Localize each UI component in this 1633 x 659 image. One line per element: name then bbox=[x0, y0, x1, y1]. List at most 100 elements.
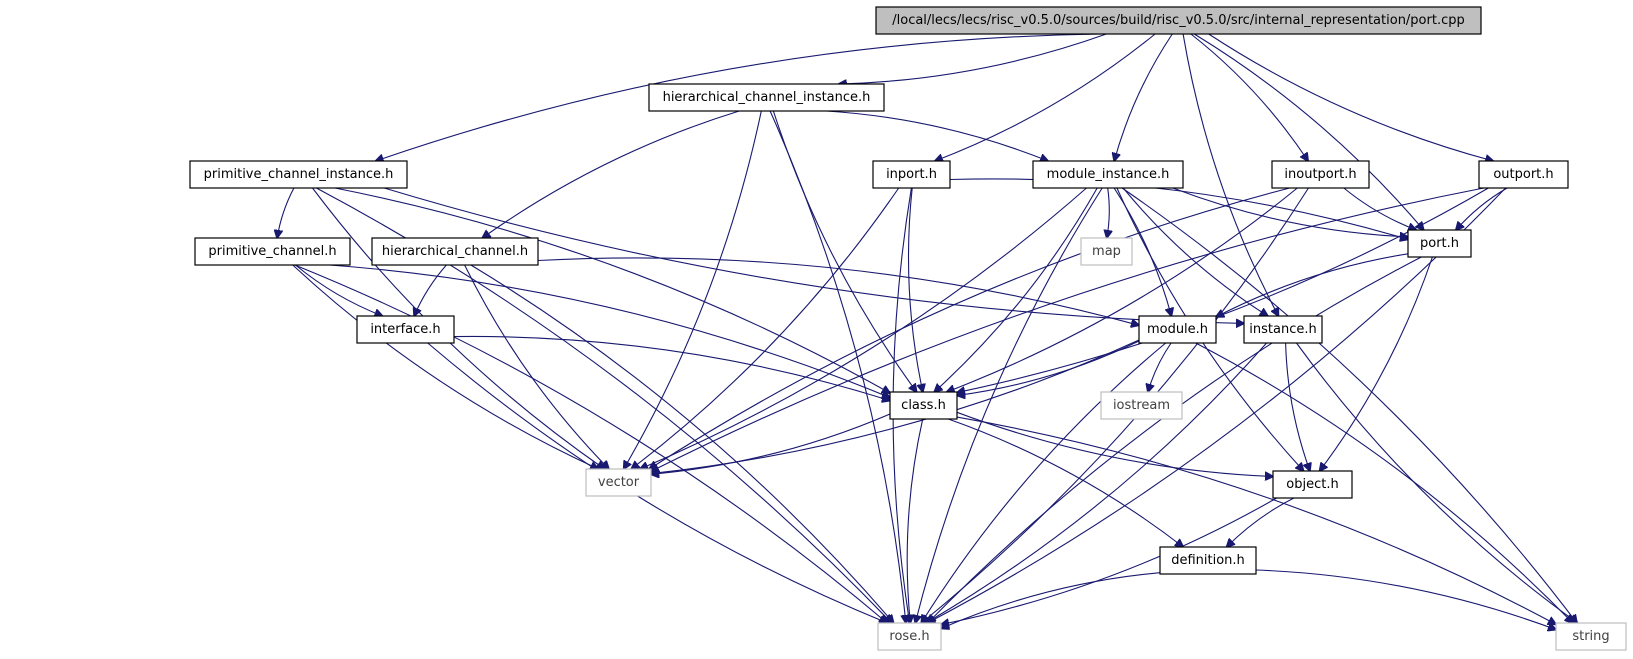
edge-modinst-h-to-port-h bbox=[1172, 187, 1408, 237]
edge-inoutport-h-to-vector bbox=[649, 187, 1290, 469]
edge-hci-h-to-hc-h bbox=[482, 110, 740, 238]
edge-pc-h-to-rose-h bbox=[294, 264, 887, 623]
edge-class-h-to-rose-h bbox=[907, 418, 924, 623]
node-outport-h-label: outport.h bbox=[1493, 167, 1553, 182]
node-modinst-h-label: module_instance.h bbox=[1047, 167, 1170, 182]
edge-hci-h-to-class-h bbox=[772, 110, 916, 392]
edge-hc-h-to-module-h bbox=[537, 257, 1139, 325]
node-modinst-h-box bbox=[1032, 160, 1184, 189]
edge-root-to-modinst-h bbox=[1114, 33, 1173, 161]
node-vector-label: vector bbox=[598, 475, 640, 490]
edge-module-h-to-class-h bbox=[957, 340, 1140, 396]
node-iostream: iostream bbox=[1100, 391, 1183, 420]
node-map: map bbox=[1080, 237, 1133, 266]
edge-module-h-to-iostream bbox=[1148, 342, 1172, 392]
node-definition-h[interactable]: definition.h bbox=[1159, 546, 1257, 575]
node-pc-h[interactable]: primitive_channel.h bbox=[194, 237, 351, 266]
edge-port-h-to-object-h bbox=[1320, 256, 1433, 471]
node-class-h-label: class.h bbox=[901, 398, 946, 413]
edge-root-to-pci-h bbox=[376, 33, 1102, 161]
node-pci-h[interactable]: primitive_channel_instance.h bbox=[189, 160, 408, 189]
edge-outport-h-to-rose-h bbox=[927, 187, 1506, 623]
edge-instance-h-to-rose-h bbox=[926, 342, 1268, 623]
edge-outport-h-to-vector bbox=[651, 187, 1484, 471]
edge-pci-h-to-vector bbox=[312, 187, 605, 469]
node-rose-h: rose.h bbox=[877, 622, 942, 651]
edge-class-h-to-string bbox=[956, 416, 1556, 624]
node-hc-h[interactable]: hierarchical_channel.h bbox=[371, 237, 539, 266]
node-hci-h-box bbox=[648, 83, 885, 112]
edge-pc-h-to-class-h bbox=[329, 264, 890, 398]
node-iostream-box bbox=[1100, 391, 1183, 420]
node-modinst-h[interactable]: module_instance.h bbox=[1032, 160, 1184, 189]
node-interface-h[interactable]: interface.h bbox=[356, 315, 455, 344]
edge-inoutport-h-to-port-h bbox=[1343, 187, 1416, 230]
edge-class-h-to-object-h bbox=[956, 411, 1273, 476]
node-object-h-box bbox=[1272, 470, 1353, 499]
edge-modinst-h-to-vector bbox=[640, 187, 1087, 469]
node-string: string bbox=[1555, 622, 1627, 651]
node-root-label: /local/lecs/lecs/risc_v0.5.0/sources/bui… bbox=[892, 13, 1465, 28]
node-pci-h-box bbox=[189, 160, 408, 189]
node-port-h[interactable]: port.h bbox=[1407, 229, 1472, 258]
node-interface-h-label: interface.h bbox=[370, 322, 440, 337]
edge-interface-h-to-rose-h bbox=[427, 342, 888, 623]
node-module-h-label: module.h bbox=[1147, 322, 1208, 337]
node-inport-h-label: inport.h bbox=[886, 167, 937, 182]
edge-inoutport-h-to-rose-h bbox=[922, 187, 1309, 623]
node-interface-h-box bbox=[356, 315, 455, 344]
node-inoutport-h-label: inoutport.h bbox=[1284, 167, 1356, 182]
node-string-label: string bbox=[1572, 629, 1609, 644]
node-class-h-box bbox=[889, 391, 958, 420]
edge-root-to-hci-h bbox=[839, 33, 1107, 84]
node-object-h[interactable]: object.h bbox=[1272, 470, 1353, 499]
node-outport-h[interactable]: outport.h bbox=[1478, 160, 1569, 189]
node-definition-h-box bbox=[1159, 546, 1257, 575]
node-object-h-label: object.h bbox=[1286, 477, 1338, 492]
node-vector-box bbox=[585, 468, 652, 497]
node-definition-h-label: definition.h bbox=[1171, 553, 1245, 568]
edge-hci-h-to-vector bbox=[624, 110, 762, 469]
node-hci-h[interactable]: hierarchical_channel_instance.h bbox=[648, 83, 885, 112]
edge-object-h-to-rose-h bbox=[941, 497, 1277, 625]
node-pc-h-label: primitive_channel.h bbox=[208, 244, 336, 259]
node-map-label: map bbox=[1092, 244, 1121, 259]
node-module-h[interactable]: module.h bbox=[1138, 315, 1217, 344]
node-root-box bbox=[875, 6, 1482, 35]
node-instance-h-label: instance.h bbox=[1249, 322, 1316, 337]
edge-pci-h-to-instance-h bbox=[384, 187, 1244, 323]
edge-instance-h-to-object-h bbox=[1285, 342, 1310, 471]
edge-pc-h-to-vector bbox=[292, 264, 599, 469]
node-string-box bbox=[1555, 622, 1627, 651]
edge-inport-h-to-class-h bbox=[907, 187, 922, 392]
node-pci-h-label: primitive_channel_instance.h bbox=[204, 167, 394, 182]
edge-modinst-h-to-map bbox=[1107, 187, 1110, 238]
node-inport-h[interactable]: inport.h bbox=[872, 160, 951, 189]
node-inoutport-h[interactable]: inoutport.h bbox=[1271, 160, 1370, 189]
node-module-h-box bbox=[1138, 315, 1217, 344]
node-vector: vector bbox=[585, 468, 652, 497]
nodes-layer: /local/lecs/lecs/risc_v0.5.0/sources/bui… bbox=[189, 6, 1627, 651]
edge-module-h-to-rose-h bbox=[921, 342, 1167, 623]
edge-pci-h-to-pc-h bbox=[277, 187, 295, 238]
edge-root-to-instance-h bbox=[1182, 33, 1278, 316]
edge-root-to-inport-h bbox=[935, 33, 1156, 161]
node-outport-h-box bbox=[1478, 160, 1569, 189]
edge-port-h-to-rose-h bbox=[928, 256, 1422, 623]
edge-outport-h-to-class-h bbox=[957, 187, 1489, 393]
node-hc-h-label: hierarchical_channel.h bbox=[382, 244, 528, 259]
node-instance-h-box bbox=[1243, 315, 1323, 344]
node-root[interactable]: /local/lecs/lecs/risc_v0.5.0/sources/bui… bbox=[875, 6, 1482, 35]
edge-module-h-to-string bbox=[1195, 342, 1573, 623]
edge-root-to-outport-h bbox=[1208, 33, 1494, 161]
node-hc-h-box bbox=[371, 237, 539, 266]
node-pc-h-box bbox=[194, 237, 351, 266]
node-hci-h-label: hierarchical_channel_instance.h bbox=[663, 90, 871, 105]
node-port-h-label: port.h bbox=[1420, 236, 1459, 251]
node-class-h[interactable]: class.h bbox=[889, 391, 958, 420]
edge-hci-h-to-modinst-h bbox=[826, 110, 1048, 161]
edge-modinst-h-to-string bbox=[1121, 187, 1577, 623]
node-instance-h[interactable]: instance.h bbox=[1243, 315, 1323, 344]
edges-layer bbox=[277, 33, 1577, 630]
